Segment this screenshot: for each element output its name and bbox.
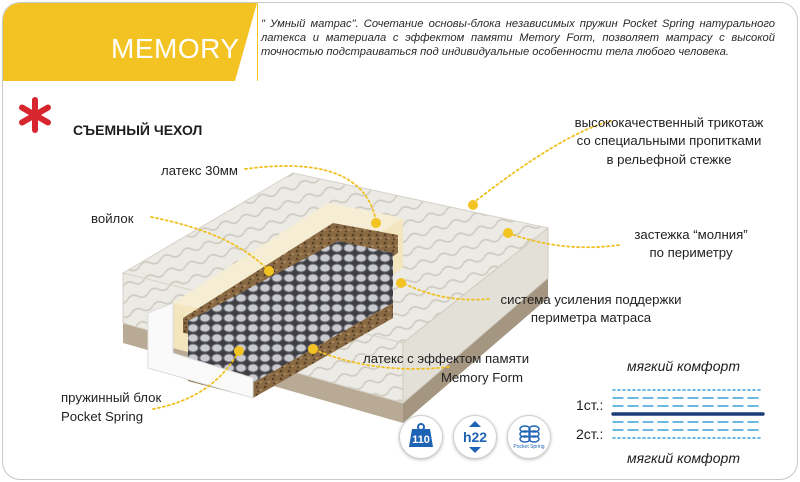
- mattress-illustration: [121, 172, 550, 423]
- callout-lines: [150, 120, 620, 410]
- asterisk-icon: [19, 97, 51, 133]
- height-arrows-icon: [469, 421, 481, 453]
- mattress-right-side: [402, 226, 549, 405]
- firmness-top-label: мягкий комфорт: [627, 358, 740, 374]
- zipper-label-line2: по периметру: [649, 245, 733, 260]
- spring-icon: [519, 425, 540, 443]
- height-badge: h22: [453, 415, 497, 459]
- removable-cover-label: СЪЕМНЫЙ ЧЕХОЛ: [73, 122, 203, 138]
- spring-label-line1: пружинный блок: [61, 390, 162, 405]
- memory-label-line2: Memory Form: [440, 370, 523, 385]
- knit-label-line2: со специальными пропитками: [576, 133, 762, 148]
- felt-label: войлок: [91, 211, 134, 226]
- product-title: MEMORY: [111, 33, 240, 64]
- memory-label-line1: латекс с эффектом памяти: [363, 351, 530, 366]
- perimeter-label-line1: система усиления поддержки: [500, 292, 682, 307]
- height-value: h22: [462, 429, 488, 445]
- spring-label-line2: Pocket Spring: [61, 409, 144, 424]
- firmness-bottom-label: мягкий комфорт: [627, 450, 740, 466]
- title-banner: MEMORY: [3, 3, 258, 81]
- product-description: " Умный матрас". Сочетание основы-блока …: [261, 18, 775, 59]
- load-badge: 110: [399, 415, 443, 459]
- perimeter-label-line2: периметра матраса: [530, 310, 652, 325]
- weight-icon: [409, 423, 433, 447]
- cover-cut-edge: [147, 302, 254, 399]
- load-value: 110: [412, 434, 430, 446]
- latex-label: латекс 30мм: [161, 163, 238, 178]
- mattress-base-side: [403, 278, 548, 423]
- side2-label: 2ст.:: [576, 426, 604, 442]
- knit-label-line3: в рельефной стежке: [606, 152, 732, 167]
- zipper-label-line1: застежка “молния”: [634, 227, 748, 242]
- pocket-spring-text: Pocket Spring: [513, 444, 545, 450]
- pocket-spring-badge: Pocket Spring: [507, 415, 551, 459]
- knit-label-line1: высококачественный трикотаж: [574, 115, 764, 130]
- side1-label: 1ст.:: [576, 397, 604, 413]
- firmness-scheme: [611, 389, 765, 439]
